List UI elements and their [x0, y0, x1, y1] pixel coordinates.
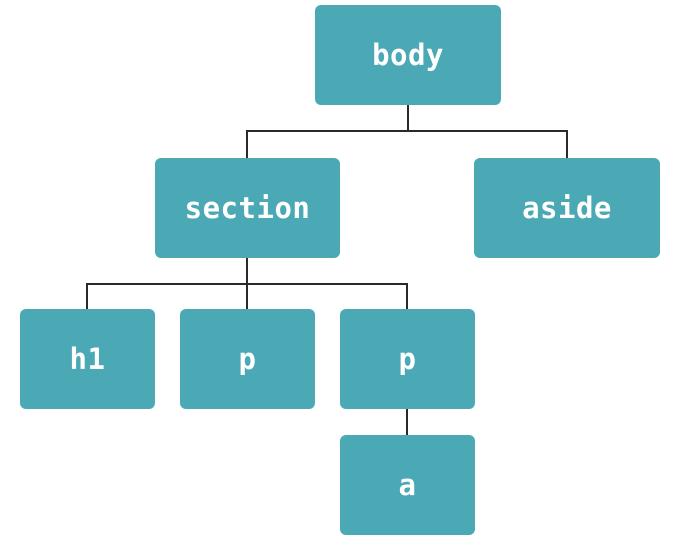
node-section: section: [155, 158, 340, 258]
node-aside: aside: [474, 158, 660, 258]
node-a: a: [340, 435, 475, 535]
node-p-first-label: p: [238, 342, 257, 376]
node-h1-label: h1: [69, 342, 106, 376]
node-a-label: a: [398, 468, 417, 502]
node-body-label: body: [372, 38, 444, 72]
node-p-second-label: p: [398, 342, 417, 376]
node-section-label: section: [184, 191, 311, 225]
node-aside-label: aside: [522, 191, 612, 225]
node-h1: h1: [20, 309, 155, 409]
node-body: body: [315, 5, 501, 105]
node-p-second: p: [340, 309, 475, 409]
node-p-first: p: [180, 309, 315, 409]
